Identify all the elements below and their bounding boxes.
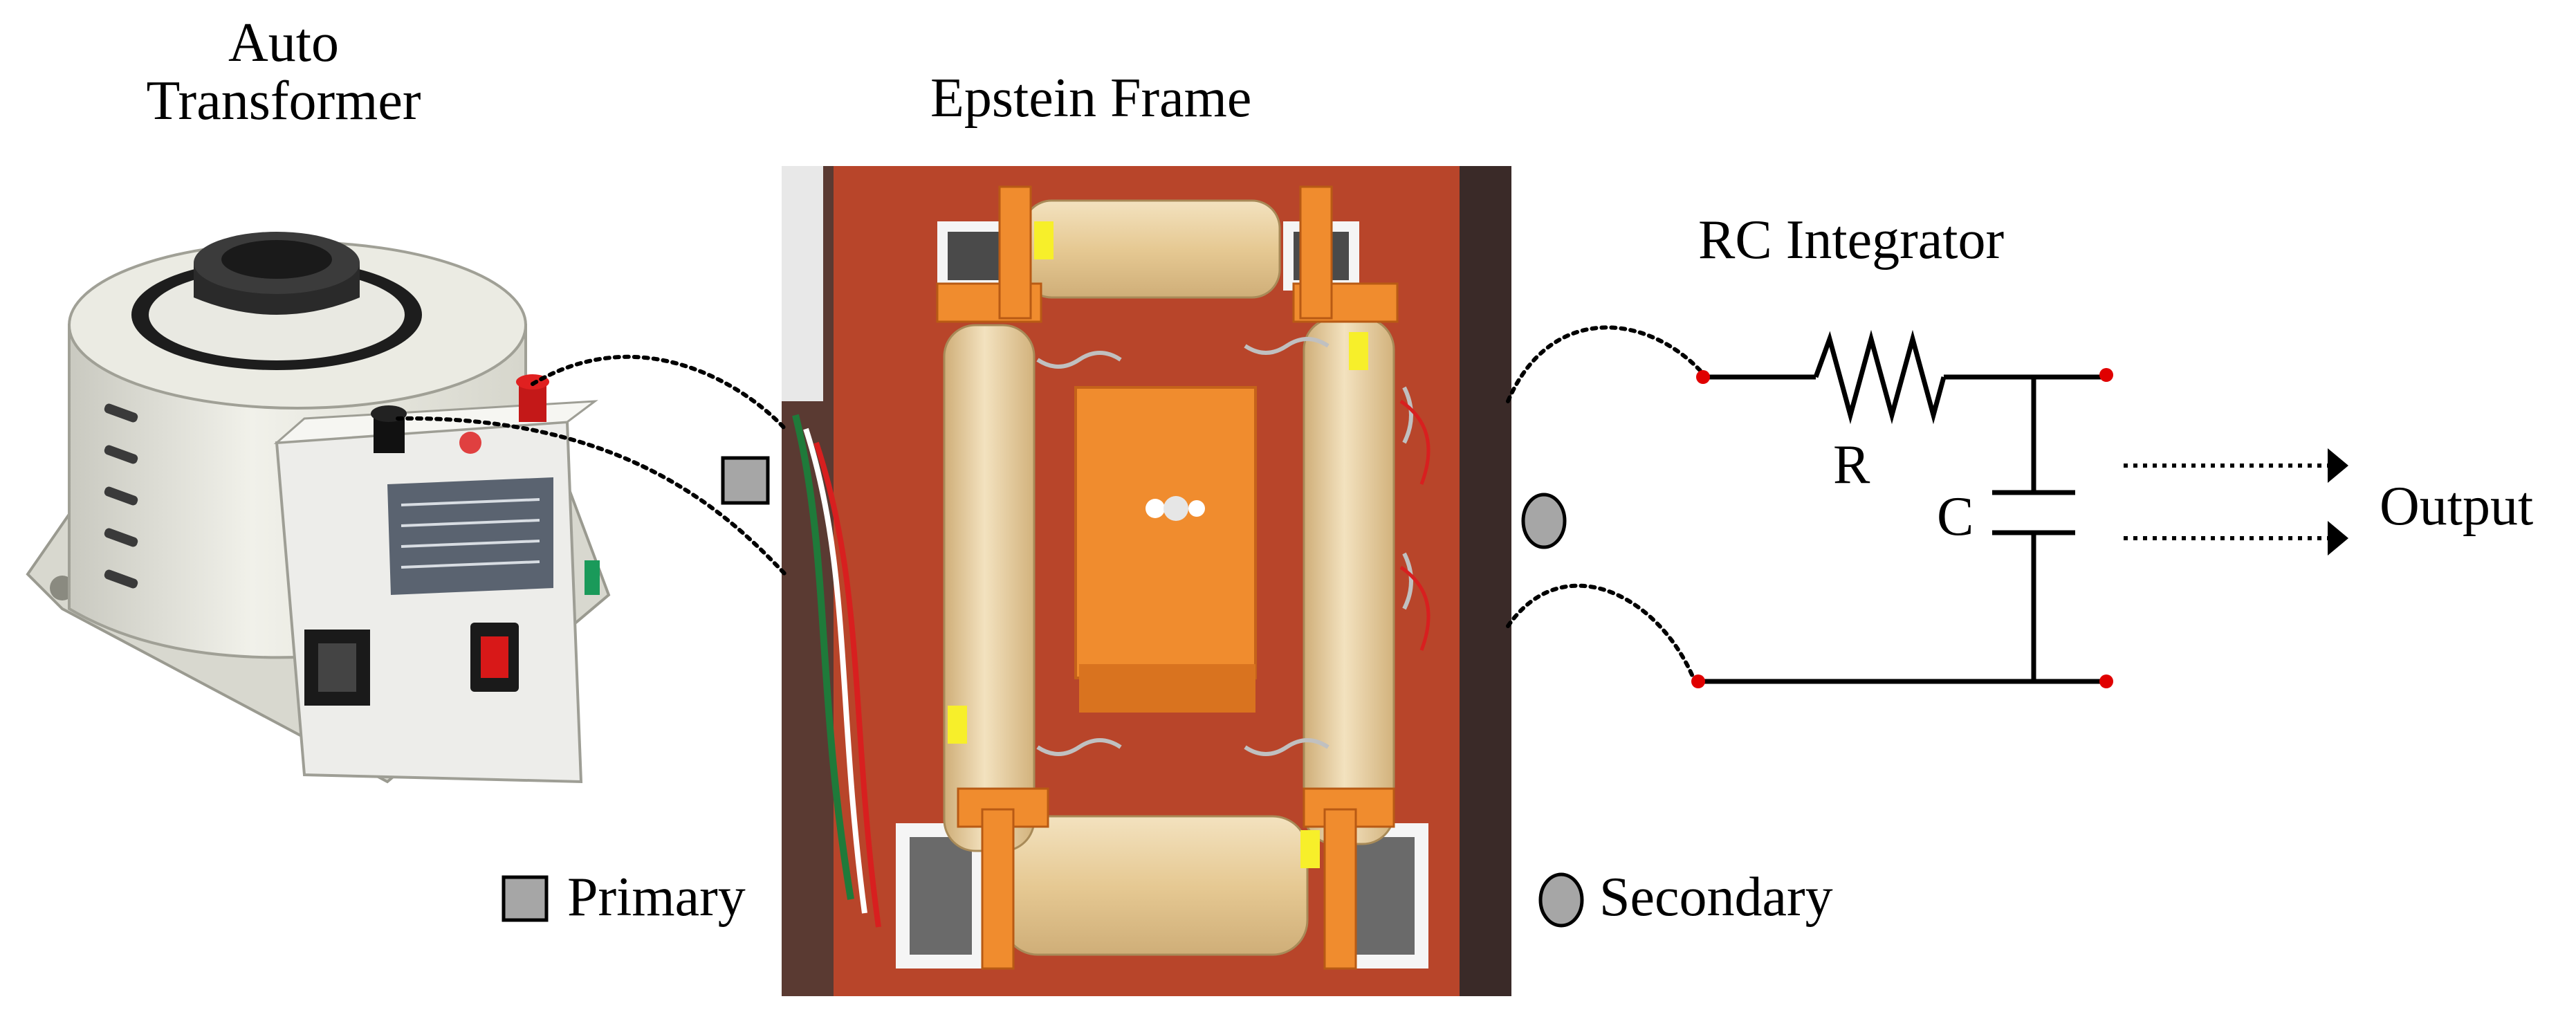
rc-integrator-circuit	[1698, 329, 2106, 684]
wire-secondary-bottom	[1506, 583, 1697, 683]
secondary-marker-circle-icon	[1521, 493, 1567, 549]
auto-transformer-label-line1: Auto	[228, 12, 339, 73]
terminal-output-top	[2099, 368, 2113, 382]
wire-secondary-top	[1506, 325, 1705, 403]
terminal-input-top	[1696, 370, 1710, 384]
secondary-label: Secondary	[1599, 867, 1833, 928]
primary-marker-square-icon	[721, 456, 770, 505]
output-arrowhead-bottom	[2328, 521, 2348, 556]
resistor-zigzag-icon	[1813, 329, 1947, 425]
terminal-input-bottom	[1691, 674, 1705, 688]
output-arrows	[2124, 463, 2331, 540]
auto-transformer-label-line2: Transformer	[146, 71, 421, 131]
epstein-frame-picture	[782, 166, 1511, 996]
primary-label: Primary	[567, 867, 746, 928]
secondary-legend-circle-icon	[1538, 872, 1584, 928]
auto-transformer-picture	[26, 232, 611, 784]
connection-wires	[396, 325, 1705, 683]
capacitor-label: C	[1937, 486, 1974, 547]
wire-primary-bottom	[396, 416, 787, 576]
output-arrowhead-top	[2328, 448, 2348, 483]
output-label: Output	[2380, 476, 2534, 537]
epstein-frame-label: Epstein Frame	[930, 68, 1252, 129]
circuit-terminals	[1691, 368, 2113, 688]
auto-transformer-label: Auto Transformer	[104, 14, 463, 130]
primary-legend-square-icon	[502, 875, 549, 922]
wire-primary-top	[531, 354, 787, 431]
resistor-label: R	[1833, 434, 1870, 495]
terminal-output-bottom	[2099, 674, 2113, 688]
rc-integrator-label: RC Integrator	[1698, 210, 2005, 270]
